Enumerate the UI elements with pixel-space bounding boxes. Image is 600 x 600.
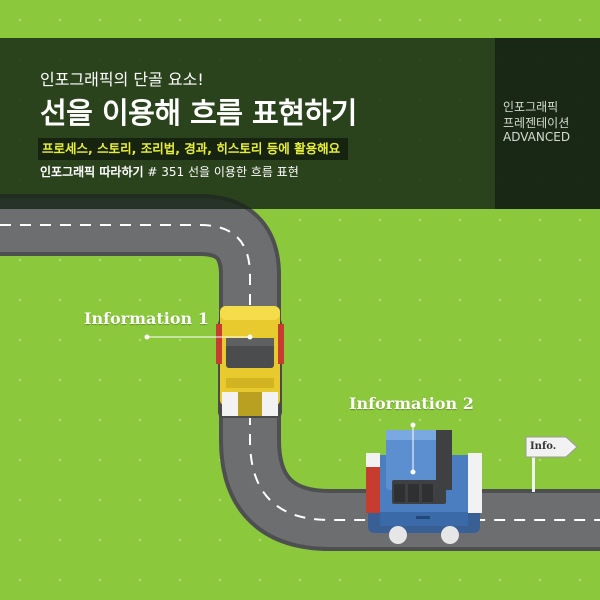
callout-line-2 <box>410 422 416 475</box>
header-banner <box>0 38 495 209</box>
road-centerline <box>0 224 600 521</box>
side-panel <box>495 38 600 209</box>
signpost <box>525 436 578 492</box>
side-panel-line-3: ADVANCED <box>503 130 571 144</box>
callout-line-1 <box>144 334 253 340</box>
series-prefix: 인포그래픽 따라하기 <box>40 165 144 179</box>
series-detail: # 351 선을 이용한 흐름 표현 <box>147 165 299 179</box>
information-2-label: Information 2 <box>349 394 474 413</box>
blue-car <box>366 430 482 544</box>
sign-label: Info. <box>530 441 557 452</box>
information-1-label: Information 1 <box>84 309 209 328</box>
yellow-car <box>216 306 284 418</box>
highlight-tagline: 프로세스, 스토리, 조리법, 경과, 히스토리 등에 활용해요 <box>38 138 349 160</box>
series-info: 인포그래픽 따라하기 # 351 선을 이용한 흐름 표현 <box>40 163 299 180</box>
side-panel-line-1: 인포그래픽 <box>503 100 559 114</box>
page-title: 선을 이용해 흐름 표현하기 <box>40 96 357 130</box>
header-subtitle: 인포그래픽의 단골 요소! <box>40 70 204 89</box>
side-panel-line-2: 프레젠테이션 <box>503 116 570 130</box>
